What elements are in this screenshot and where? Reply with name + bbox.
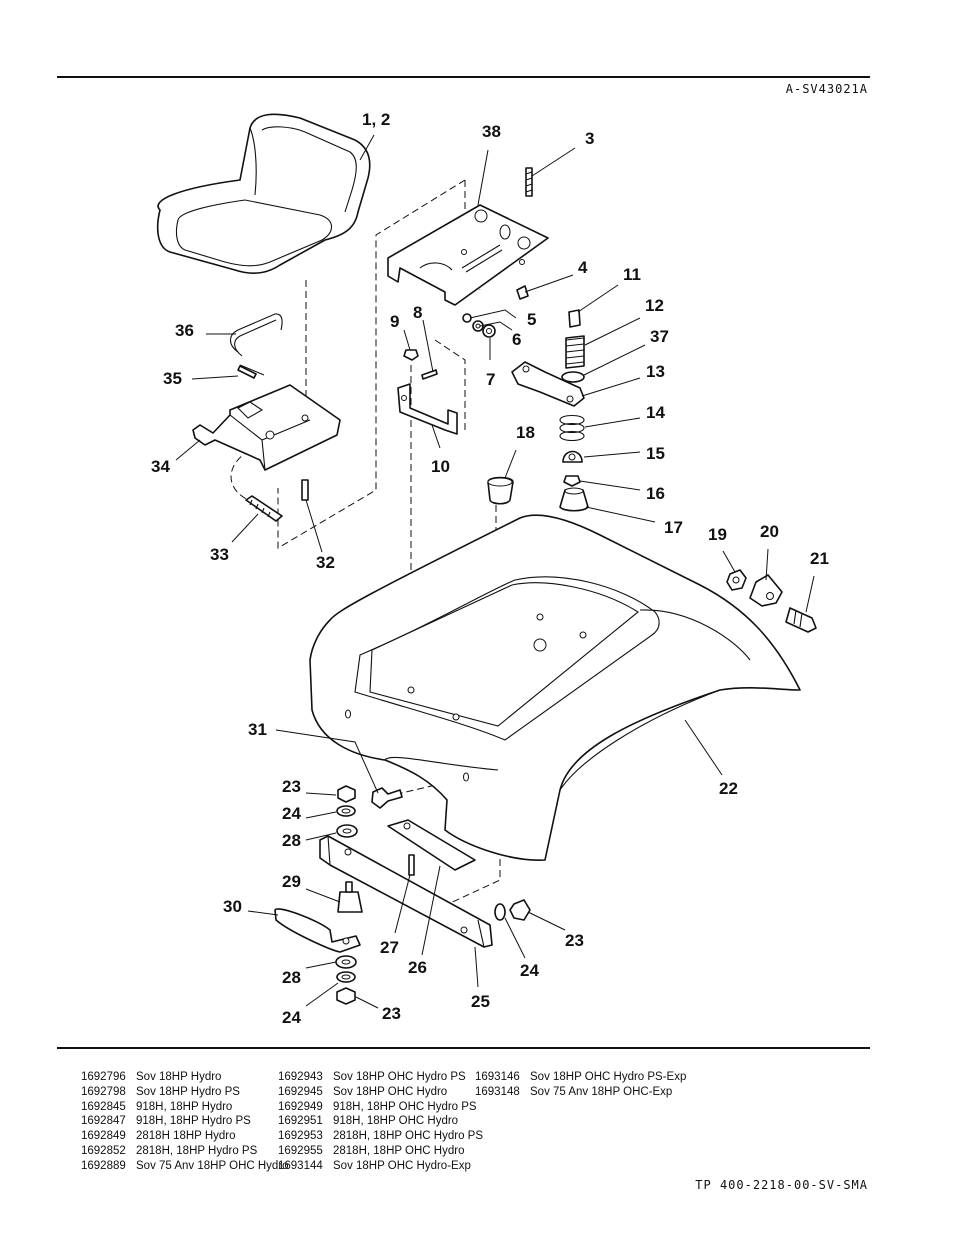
callout-18: 18 <box>516 423 535 442</box>
bracket-part-10 <box>397 349 458 435</box>
callout-9: 9 <box>390 312 399 331</box>
callout-20: 20 <box>760 522 779 541</box>
callout-38: 38 <box>482 122 501 141</box>
callout-6: 6 <box>512 330 521 349</box>
callout-29: 29 <box>282 872 301 891</box>
callout-35: 35 <box>163 369 182 388</box>
hinge-parts-19-21 <box>726 569 817 633</box>
leader-lines <box>175 134 815 1009</box>
callout-26: 26 <box>408 958 427 977</box>
callout-labels: 1, 2 38 3 4 11 12 37 13 14 15 16 17 18 1… <box>151 110 829 1027</box>
callout-30: 30 <box>223 897 242 916</box>
callout-22: 22 <box>719 779 738 798</box>
bolt-part-3 <box>525 167 533 197</box>
seat-adjust-parts-32-36 <box>192 313 341 522</box>
callout-21: 21 <box>810 549 829 568</box>
callout-31: 31 <box>248 720 267 739</box>
footer-rule <box>57 1047 870 1049</box>
callout-23-c: 23 <box>382 1004 401 1023</box>
callout-28-a: 28 <box>282 831 301 850</box>
seat-pan-part-22 <box>309 514 801 861</box>
callout-24-a: 24 <box>282 804 301 823</box>
callout-3: 3 <box>585 129 594 148</box>
callout-15: 15 <box>646 444 665 463</box>
callout-13: 13 <box>646 362 665 381</box>
callout-5: 5 <box>527 310 536 329</box>
callout-12: 12 <box>645 296 664 315</box>
callout-28-b: 28 <box>282 968 301 987</box>
seat-plate-part-38 <box>387 204 549 306</box>
callout-17: 17 <box>664 518 683 537</box>
callout-14: 14 <box>646 403 665 422</box>
callout-36: 36 <box>175 321 194 340</box>
callout-24-b: 24 <box>520 961 539 980</box>
callout-8: 8 <box>413 303 422 322</box>
spring-stack-parts-11-17 <box>511 309 589 512</box>
callout-23-b: 23 <box>565 931 584 950</box>
callout-10: 10 <box>431 457 450 476</box>
callout-23-a: 23 <box>282 777 301 796</box>
callout-1-2: 1, 2 <box>362 110 390 129</box>
callout-11: 11 <box>623 265 641 284</box>
callout-25: 25 <box>471 992 490 1011</box>
hardware-parts-4-7 <box>462 285 529 338</box>
callout-32: 32 <box>316 553 335 572</box>
callout-27: 27 <box>380 938 399 957</box>
bumper-part-18 <box>487 476 514 505</box>
header-rule <box>57 76 870 78</box>
callout-16: 16 <box>646 484 665 503</box>
callout-4: 4 <box>578 258 588 277</box>
callout-7: 7 <box>486 370 495 389</box>
seat-part-1-2 <box>156 113 371 275</box>
document-code: TP 400-2218-00-SV-SMA <box>695 1178 868 1192</box>
drawing-code: A-SV43021A <box>785 82 868 96</box>
callout-33: 33 <box>210 545 229 564</box>
callout-34: 34 <box>151 457 170 476</box>
callout-37: 37 <box>650 327 669 346</box>
callout-24-c: 24 <box>282 1008 301 1027</box>
callout-19: 19 <box>708 525 727 544</box>
